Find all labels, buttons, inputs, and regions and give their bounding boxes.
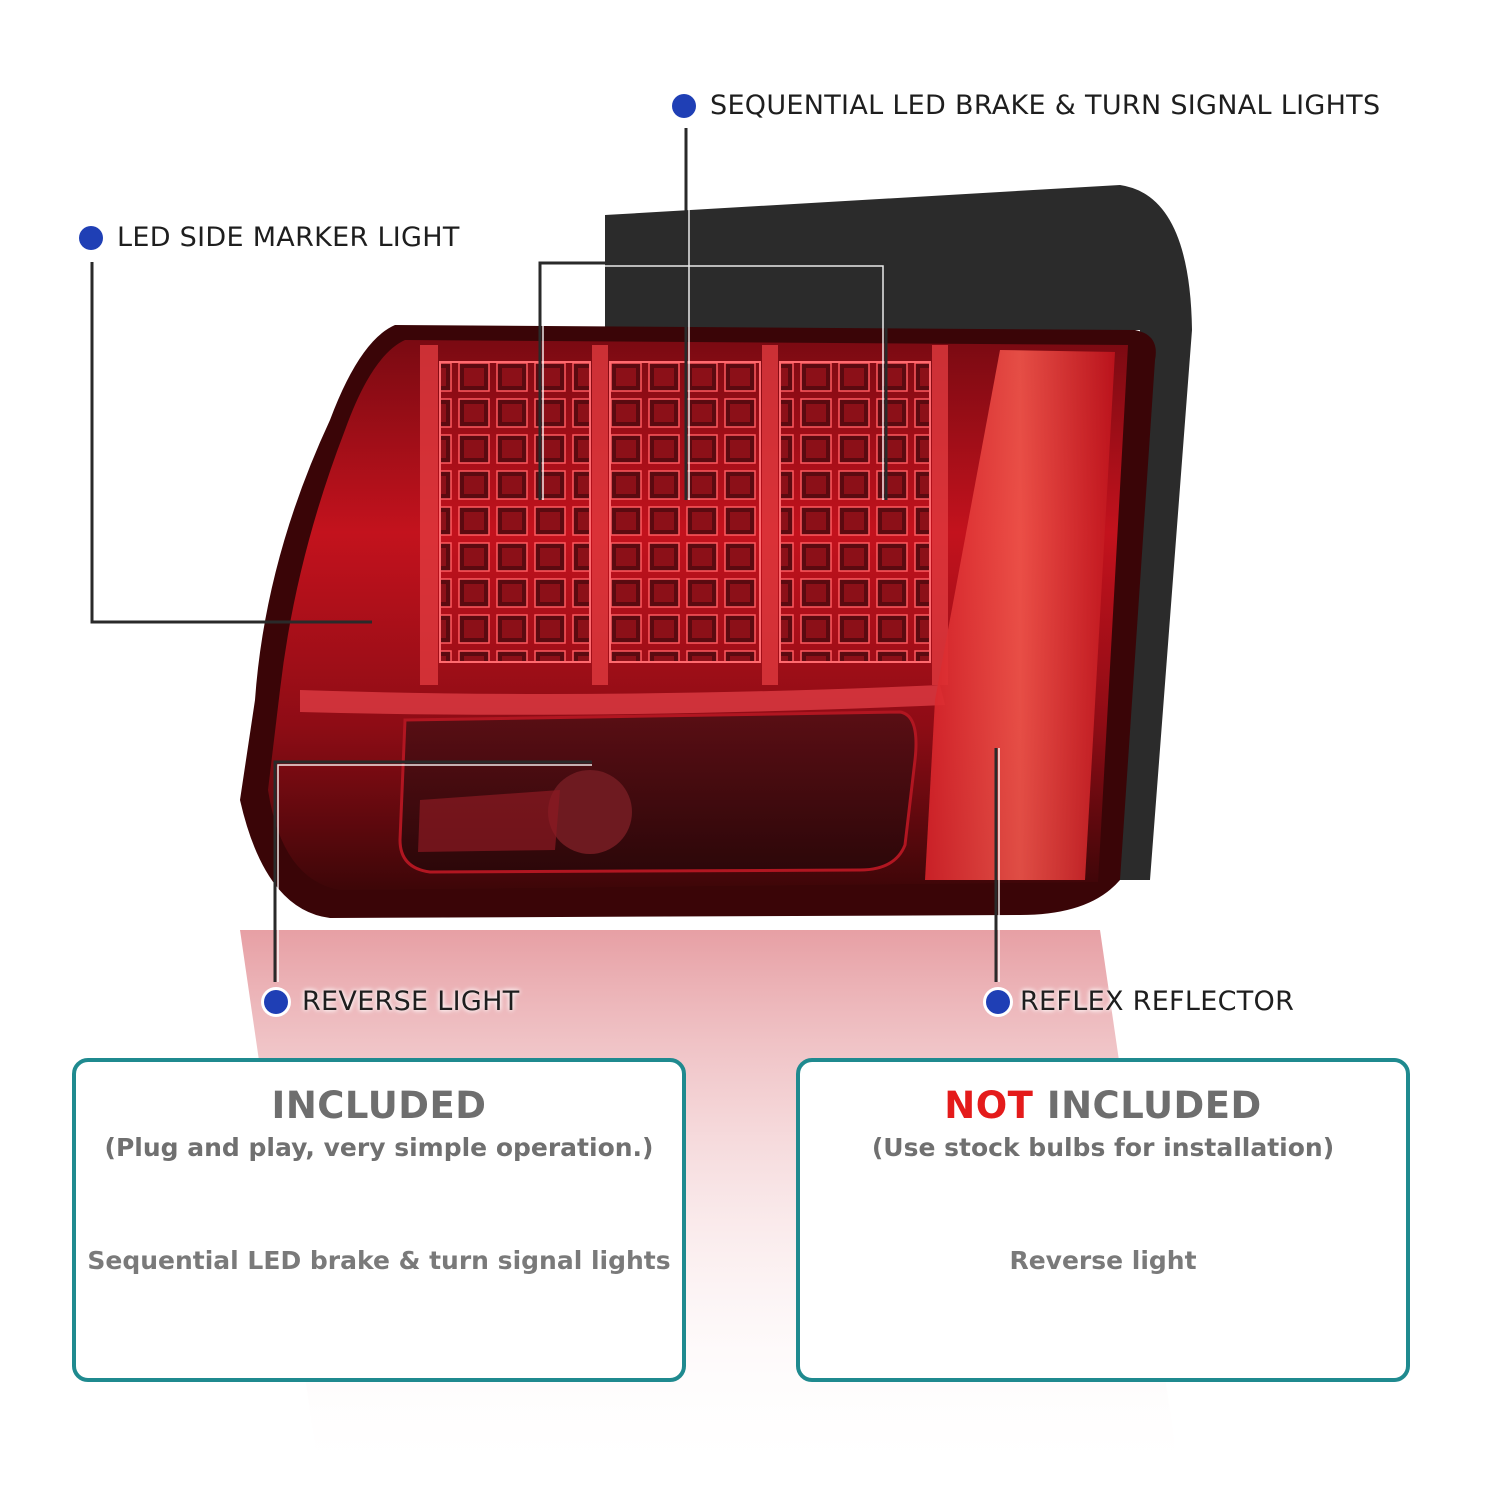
callout-reflex-reflector: REFLEX REFLECTOR: [986, 986, 1294, 1017]
included-item: Sequential LED brake & turn signal light…: [87, 1246, 671, 1275]
not-included-item: Reverse light: [1009, 1246, 1197, 1275]
callout-reverse-light: REVERSE LIGHT: [264, 986, 520, 1017]
not-included-title: NOT INCLUDED: [800, 1084, 1406, 1127]
callout-sequential-led: SEQUENTIAL LED BRAKE & TURN SIGNAL LIGHT…: [672, 90, 1380, 121]
included-card: INCLUDED (Plug and play, very simple ope…: [72, 1058, 686, 1382]
reflex-reflector: [925, 350, 1115, 880]
not-included-title-rest: INCLUDED: [1033, 1084, 1262, 1127]
callout-label: SEQUENTIAL LED BRAKE & TURN SIGNAL LIGHT…: [710, 90, 1381, 121]
bullet-dot-icon: [264, 989, 288, 1014]
callout-label: REVERSE LIGHT: [302, 986, 520, 1017]
included-title: INCLUDED: [271, 1084, 487, 1127]
not-included-card: NOT INCLUDED (Use stock bulbs for instal…: [796, 1058, 1410, 1382]
callout-label: REFLEX REFLECTOR: [1020, 986, 1295, 1017]
bullet-dot-icon: [672, 93, 696, 118]
bullet-dot-icon: [79, 225, 103, 250]
included-subtitle: (Plug and play, very simple operation.): [104, 1133, 654, 1162]
callout-label: LED SIDE MARKER LIGHT: [117, 222, 460, 253]
not-included-subtitle: (Use stock bulbs for installation): [871, 1133, 1335, 1162]
not-highlight: NOT: [944, 1084, 1034, 1127]
callout-led-side-marker: LED SIDE MARKER LIGHT: [79, 222, 460, 253]
housing: [605, 185, 1192, 880]
bullet-dot-icon: [986, 989, 1010, 1014]
